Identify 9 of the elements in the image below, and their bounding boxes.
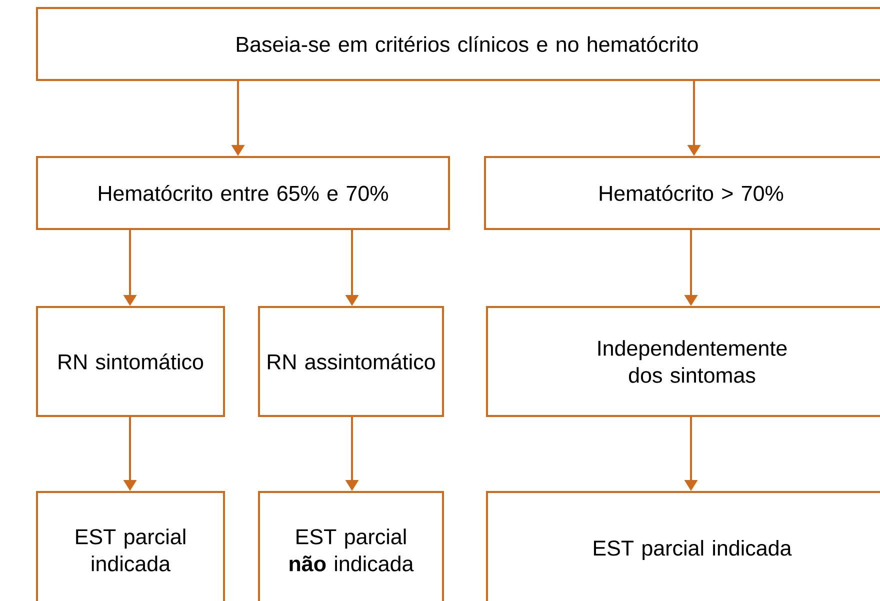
process-box: Hematócrito entre 65% e 70% [36,156,450,230]
process-box: EST parcial não indicada [258,491,444,601]
process-box: RN sintomático [36,306,225,417]
process-box: Baseia-se em critérios clínicos e no hematócrito [36,7,880,81]
process-box: Independentemente dos sintomas [486,306,880,417]
process-box: EST parcial indicada [36,491,225,601]
process-box: RN assintomático [258,306,444,417]
process-box: Hematócrito > 70% [484,156,880,230]
process-box: EST parcial indicada [486,491,880,601]
